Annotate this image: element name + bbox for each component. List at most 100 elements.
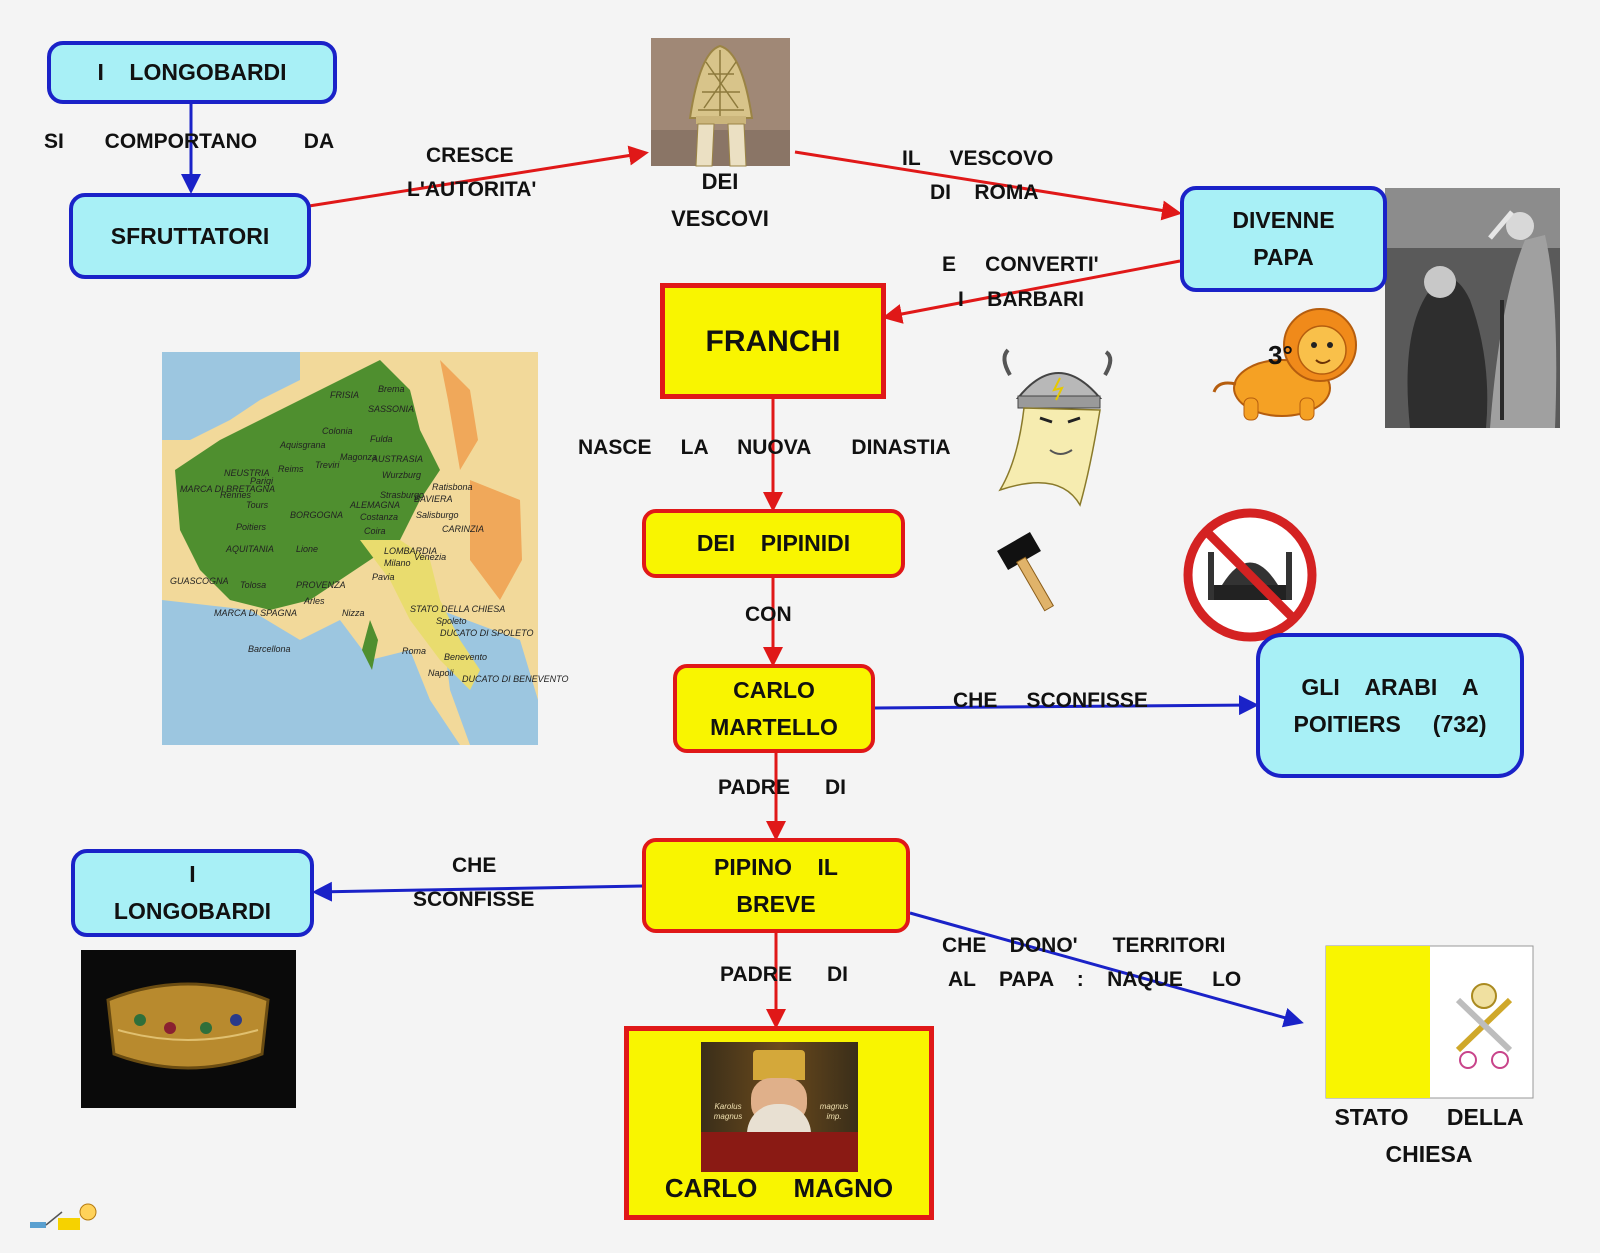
node-divenne-papa-label-1: DIVENNE (1232, 207, 1335, 233)
map-label-wurzburg: Wurzburg (382, 470, 421, 480)
node-longobardi-top: I LONGOBARDI (47, 41, 337, 104)
map-label-poitiers: Poitiers (236, 522, 267, 532)
link-autorita: L'AUTORITA' (407, 178, 537, 201)
vatican-flag (1325, 945, 1534, 1099)
map-label-ducato-spoleto: DUCATO DI SPOLETO (440, 628, 534, 638)
node-arabi-poitiers-label-1: GLI ARABI A (1301, 673, 1479, 700)
map-label-milano: Milano (384, 558, 411, 568)
link-i-barbari: I BARBARI (958, 288, 1084, 311)
node-carlo-martello: CARLO MARTELLO (673, 664, 875, 753)
map-label-aquitania: AQUITANIA (225, 544, 274, 554)
node-pipino-breve-label-2: BREVE (736, 890, 816, 917)
node-carlo-martello-label-1: CARLO (733, 676, 815, 703)
node-divenne-papa-label-2: PAPA (1253, 244, 1314, 270)
map-label-fulda: Fulda (370, 434, 393, 444)
node-carlo-magno-label: CARLO MAGNO (664, 1173, 894, 1203)
map-label-tours: Tours (246, 500, 269, 510)
node-stato-chiesa: STATO DELLA CHIESA (1318, 1098, 1540, 1174)
map-label-austrasia: AUSTRASIA (371, 454, 423, 464)
node-pipino-breve: PIPINO IL BREVE (642, 838, 910, 933)
map-label-alemagna: ALEMAGNA (349, 500, 400, 510)
edge-martello-arabi (874, 695, 1259, 716)
map-label-borgogna: BORGOGNA (290, 510, 343, 520)
edge-vescovi-papa (794, 150, 1182, 221)
node-longobardi-bottom-label-2: LONGOBARDI (113, 898, 272, 924)
empire-map: FRISIA Brema SASSONIA Colonia Aquisgrana… (162, 352, 569, 745)
node-vescovi: DEI VESCOVI (650, 163, 790, 237)
map-label-aquisgrana: Aquisgrana (279, 440, 326, 450)
node-longobardi-bottom-label-1: I (189, 861, 196, 887)
viking-head-icon (998, 348, 1113, 507)
carlo-magno-portrait: Karolus magnus magnus imp. (701, 1042, 858, 1172)
portrait-inscription-left: Karolus magnus (713, 1102, 743, 1121)
map-label-strasburgo: Strasburgo (380, 490, 424, 500)
edge-sfruttatori-vescovi (308, 145, 649, 208)
map-label-ducato-benevento: DUCATO DI BENEVENTO (462, 674, 569, 684)
node-vescovi-label-2: VESCOVI (671, 206, 769, 231)
link-cresce: CRESCE (426, 144, 514, 167)
map-label-sassonia: SASSONIA (368, 404, 414, 414)
edge-papa-franchi (882, 259, 1181, 324)
map-label-parigi: Parigi (250, 476, 274, 486)
iron-crown-image (81, 950, 296, 1108)
map-label-guascogna: GUASCOGNA (170, 576, 229, 586)
map-label-brema: Brema (378, 384, 405, 394)
link-il-vescovo: IL VESCOVO (902, 147, 1054, 170)
map-label-roma: Roma (402, 646, 426, 656)
map-label-frisia: FRISIA (330, 390, 359, 400)
link-che: CHE (452, 854, 497, 877)
map-label-colonia: Colonia (322, 426, 353, 436)
link-che-dono-territori: CHE DONO' TERRITORI (942, 934, 1226, 957)
edge-pipino-stato (909, 911, 1304, 1028)
node-carlo-martello-label-2: MARTELLO (710, 713, 838, 740)
link-padre-di-2: PADRE DI (720, 963, 848, 986)
node-divenne-papa: DIVENNE PAPA (1180, 186, 1387, 292)
map-label-napoli: Napoli (428, 668, 455, 678)
link-e-converti: E CONVERTI' (942, 253, 1099, 276)
node-arabi-poitiers: GLI ARABI A POITIERS (732) (1256, 633, 1524, 778)
map-label-marca-spagna: MARCA DI SPAGNA (214, 608, 297, 618)
node-vescovi-label-1: DEI (701, 169, 739, 194)
lion-badge: 3° (1268, 340, 1293, 370)
link-di-roma: DI ROMA (930, 181, 1039, 204)
map-label-coira: Coira (364, 526, 386, 536)
node-pipinidi-label: DEI PIPINIDI (696, 530, 851, 556)
map-label-benevento: Benevento (444, 652, 487, 662)
map-label-lombardia: LOMBARDIA (384, 546, 437, 556)
link-si-comportano-da: SI COMPORTANO DA (44, 130, 335, 153)
link-al-papa-naque-lo: AL PAPA : NAQUE LO (948, 968, 1242, 991)
link-sconfisse-longobardi: SCONFISSE (413, 888, 535, 911)
map-label-spoleto: Spoleto (436, 616, 467, 626)
hammer-icon (997, 531, 1055, 612)
edge-pipino-longobardi (312, 881, 644, 902)
node-pipinidi: DEI PIPINIDI (642, 509, 905, 578)
map-label-costanza: Costanza (360, 512, 398, 522)
link-nasce-la-nuova-dinastia: NASCE LA NUOVA DINASTIA (578, 436, 951, 459)
map-label-arles: Arles (303, 596, 325, 606)
portrait-inscription-right: magnus imp. (819, 1102, 849, 1121)
map-label-treviri: Treviri (315, 460, 340, 470)
map-label-neustria: NEUSTRIA (224, 468, 270, 478)
node-pipino-breve-label-1: PIPINO IL (714, 853, 838, 880)
map-label-tolosa: Tolosa (240, 580, 266, 590)
map-label-nizza: Nizza (342, 608, 365, 618)
map-label-pavia: Pavia (372, 572, 395, 582)
link-che-sconfisse-arabi: CHE SCONFISSE (953, 689, 1148, 712)
node-carlo-magno: Karolus magnus magnus imp. CARLO MAGNO (624, 1026, 934, 1220)
coronation-engraving (1385, 188, 1560, 428)
mitre-image (651, 38, 790, 167)
no-mosque-icon (1183, 508, 1317, 642)
node-stato-chiesa-label-2: CHIESA (1385, 1141, 1473, 1167)
map-label-marca-bretagna: MARCA DI BRETAGNA (180, 484, 275, 494)
map-label-reims: Reims (278, 464, 304, 474)
node-longobardi-bottom: I LONGOBARDI (71, 849, 314, 937)
node-stato-chiesa-label-1: STATO DELLA (1334, 1104, 1524, 1130)
map-label-barcellona: Barcellona (248, 644, 291, 654)
map-label-ratisbona: Ratisbona (432, 482, 473, 492)
node-sfruttatori-label: SFRUTTATORI (110, 222, 270, 249)
map-label-rennes: Rennes (220, 490, 252, 500)
node-franchi: FRANCHI (660, 283, 886, 399)
map-label-provenza: PROVENZA (296, 580, 346, 590)
map-label-magonza: Magonza (340, 452, 377, 462)
